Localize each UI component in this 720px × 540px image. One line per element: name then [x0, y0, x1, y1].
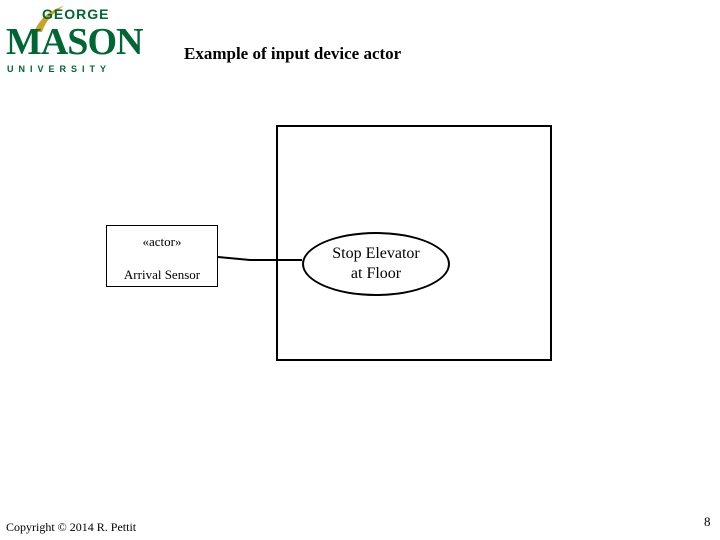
page-number: 8 [704, 514, 711, 529]
logo-bottom-text: UNIVERSITY [7, 64, 112, 74]
copyright-text: Copyright © 2014 R. Pettit [6, 520, 137, 534]
use-case-ellipse: Stop Elevator at Floor [302, 232, 450, 296]
actor-stereotype: «actor» [142, 234, 182, 249]
logo-main-text: MASON [6, 21, 143, 63]
slide-title: Example of input device actor [184, 44, 402, 63]
use-case-label: Stop Elevator at Floor [321, 244, 431, 284]
use-case-line-1: Stop Elevator [332, 245, 420, 262]
george-mason-logo: GEORGE MASON UNIVERSITY [4, 4, 143, 76]
actor-name: Arrival Sensor [123, 267, 201, 282]
logo-swoosh-icon [34, 6, 64, 32]
system-boundary [276, 125, 552, 361]
logo-top-text: GEORGE [42, 6, 110, 22]
actor-box: «actor» Arrival Sensor [106, 225, 218, 287]
use-case-line-2: at Floor [350, 265, 402, 282]
